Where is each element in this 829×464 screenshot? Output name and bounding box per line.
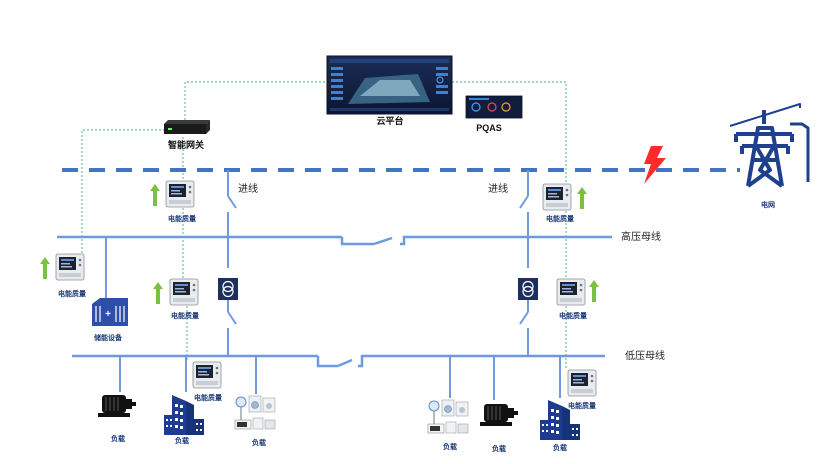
pq-meter-incoming-left: 电能质量 [150,180,196,223]
incoming-line-left-label: 进线 [238,182,258,195]
load-label: 负载 [111,434,125,443]
cloud-platform-screen [326,55,453,115]
pq-meter-load-left: 电能质量 [192,361,222,402]
up-arrow-icon [40,257,50,279]
pq-meter-label: 电能质量 [171,311,199,320]
load-label: 负载 [252,438,266,447]
power-quality-meter-icon [55,253,85,281]
pq-meter-load-right: 电能质量 [567,369,597,410]
power-quality-meter-icon [556,278,586,306]
pq-meter-transformer-right: 电能质量 [556,278,599,320]
energy-storage-icon: + [92,298,128,326]
transformer-icon [217,277,239,301]
lv-bus-label: 低压母线 [625,349,665,362]
appliances-icon [234,395,276,430]
load-label: 负载 [175,436,189,445]
hv-bus-label: 高压母线 [621,230,661,243]
power-quality-meter-icon [567,369,597,397]
pq-meter-label: 电能质量 [559,311,587,320]
pq-meter-label: 电能质量 [568,401,596,410]
incoming-line-right-label: 进线 [488,182,508,195]
motor-icon [479,403,519,427]
pqas-label: PQAS [476,123,502,133]
motor-icon [97,394,137,418]
pq-meter-incoming-right: 电能质量 [542,183,587,223]
appliances-icon [427,399,469,434]
transformer-icon [517,277,539,301]
left-feeder [227,170,237,356]
power-quality-meter-icon [169,278,199,306]
load-label: 负载 [492,444,506,453]
up-arrow-icon [577,187,587,209]
pq-meter-storage: 电能质量 [40,253,86,298]
pq-meter-transformer-left: 电能质量 [153,278,199,320]
pq-meter-label: 电能质量 [168,214,196,223]
power-quality-meter-icon [165,180,195,208]
load-label: 负载 [553,443,567,452]
energy-storage-label: 储能设备 [93,333,123,342]
power-quality-meter-icon [542,183,572,211]
transmission-tower-icon [729,103,810,188]
gateway-label: 智能网关 [168,139,204,150]
branch-drops [105,237,561,400]
up-arrow-icon [150,184,160,206]
svg-text:+: + [105,309,111,320]
up-arrow-icon [153,282,163,304]
gateway-device [164,120,210,134]
pq-meter-label: 电能质量 [58,289,86,298]
load-label: 负载 [443,442,457,451]
hv-bus [57,235,612,246]
pqas-screen [465,95,523,119]
lv-bus [72,354,605,368]
power-quality-meter-icon [192,361,222,389]
lightning-icon [644,146,666,184]
up-arrow-icon [589,280,599,302]
right-feeder [519,170,529,356]
cloud-platform-label: 云平台 [376,115,403,126]
grid-label: 电网 [761,200,775,209]
pq-meter-label: 电能质量 [546,214,574,223]
communication-links [81,81,567,370]
pq-meter-label: 电能质量 [194,393,222,402]
